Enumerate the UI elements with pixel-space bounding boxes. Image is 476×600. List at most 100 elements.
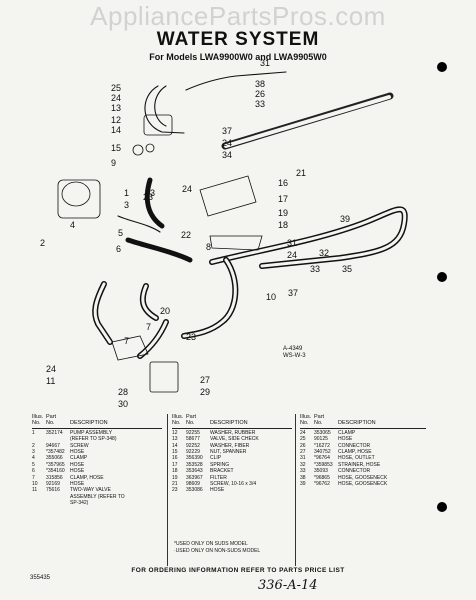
table-cell-no: 16	[172, 455, 178, 462]
table-row: 19 363967 FILTER	[172, 475, 292, 481]
table-cell-part: 340752	[314, 449, 331, 456]
callout: 7	[146, 322, 151, 332]
table-cell-no: 15	[172, 449, 178, 456]
callout: 26	[255, 89, 265, 99]
table-row: ASSEMBLY (REFER TO	[32, 494, 162, 500]
table-cell-part: 92255	[186, 429, 200, 436]
table-cell-no: 21	[172, 481, 178, 488]
callout: 11	[46, 376, 55, 386]
side-check-valve	[143, 114, 173, 136]
table-cell-part: 98609	[186, 481, 200, 488]
callout: 13	[111, 103, 121, 113]
table-cell-desc: HOSE, GOOSENECK	[338, 481, 388, 488]
table-cell-no: 38	[300, 474, 306, 481]
callout: 33	[310, 264, 320, 274]
callout: 12	[111, 115, 121, 125]
callout: 32	[319, 248, 329, 258]
table-cell-part: *96764	[314, 455, 330, 462]
table-row: 32 *359853 STRAINER, HOSE	[300, 462, 426, 468]
hose-23	[144, 177, 165, 229]
table-cell-part: *16272	[314, 442, 330, 449]
hose-right-inner	[210, 207, 407, 268]
table-cell-desc: SPRING	[210, 461, 230, 468]
table-cell-no: 18	[172, 468, 178, 475]
table-cell-desc: STRAINER, HOSE	[338, 461, 381, 468]
table-cell-no: 6	[32, 468, 35, 475]
table-cell-desc: SCREW	[70, 442, 89, 449]
outlet-hose-inner	[154, 85, 167, 127]
diagram-code-line-2: WS-W-3	[283, 353, 306, 359]
pump-body	[57, 179, 101, 219]
callout: 24	[182, 184, 192, 194]
two-way-valve-bracket	[149, 361, 179, 393]
table-cell-desc: NUT, SPANNER	[210, 449, 247, 456]
callout: 5	[118, 228, 123, 238]
spanner-nut	[132, 144, 144, 156]
callout: 28	[118, 387, 128, 397]
filter-housing	[199, 175, 257, 217]
binder-hole	[437, 272, 447, 282]
table-cell-part: 90125	[314, 436, 328, 443]
callout: 4	[70, 220, 75, 230]
callout: 37	[222, 126, 232, 136]
handwritten-page-ref: 336-A-14	[258, 578, 318, 593]
binder-hole	[437, 62, 447, 72]
table-cell-no: 33	[300, 468, 306, 475]
callout: 20	[160, 306, 170, 316]
table-cell-part: 355066	[46, 455, 63, 462]
diagram-code-line-1: A-4349	[283, 346, 303, 352]
table-cell-no: 39	[300, 481, 306, 488]
callout: 30	[118, 399, 128, 409]
callout: 17	[278, 194, 288, 204]
table-cell-part: 35093	[314, 468, 328, 475]
callout: 24	[46, 364, 56, 374]
hose-left-lower-inner	[93, 282, 112, 344]
table-cell-desc: FILTER	[210, 474, 227, 481]
two-way-valve	[111, 335, 149, 361]
table-cell-part: *359853	[314, 461, 333, 468]
table-cell-part: 92252	[186, 442, 200, 449]
table-cell-no: 19	[172, 474, 178, 481]
callout: 27	[200, 375, 210, 385]
callout: 8	[206, 242, 211, 252]
table-cell-part: *357482	[46, 449, 65, 456]
table-cell-no: 24	[300, 429, 306, 436]
table-cell-desc: TWO-WAY VALVE	[70, 487, 111, 494]
table-cell-desc: CONNECTOR	[338, 468, 371, 475]
column-divider	[167, 414, 168, 566]
table-row: (REFER TO SP-348)	[32, 436, 162, 442]
table-cell-no: 17	[172, 461, 178, 468]
table-cell-part: 352174	[46, 429, 63, 436]
table-cell-no	[32, 500, 46, 506]
table-cell-no: 25	[300, 436, 306, 443]
note-non-suds: ·USED ONLY ON NON-SUDS MODEL	[174, 547, 261, 554]
table-cell-desc: PUMP ASSEMBLY	[70, 429, 113, 436]
callout-numbers: 31 25 24 13 12 14 15 9 1 3 4 2 38 26 33 …	[40, 58, 352, 409]
callout: 3	[150, 188, 155, 198]
table-cell-desc: HOSE	[210, 487, 225, 494]
table-cell-no: 32	[300, 461, 306, 468]
table-header: Illus.Part	[172, 414, 197, 420]
table-cell-desc: ASSEMBLY (REFER TO	[70, 493, 125, 500]
table-cell-desc: HOSE	[70, 481, 85, 488]
table-cell-desc: HOSE, OUTLET	[338, 455, 375, 462]
table-cell-desc: CONNECTOR	[338, 442, 371, 449]
table-header: No.No.DESCRIPTION	[32, 420, 162, 429]
table-cell-part: 363967	[186, 474, 203, 481]
callout: 16	[278, 178, 288, 188]
